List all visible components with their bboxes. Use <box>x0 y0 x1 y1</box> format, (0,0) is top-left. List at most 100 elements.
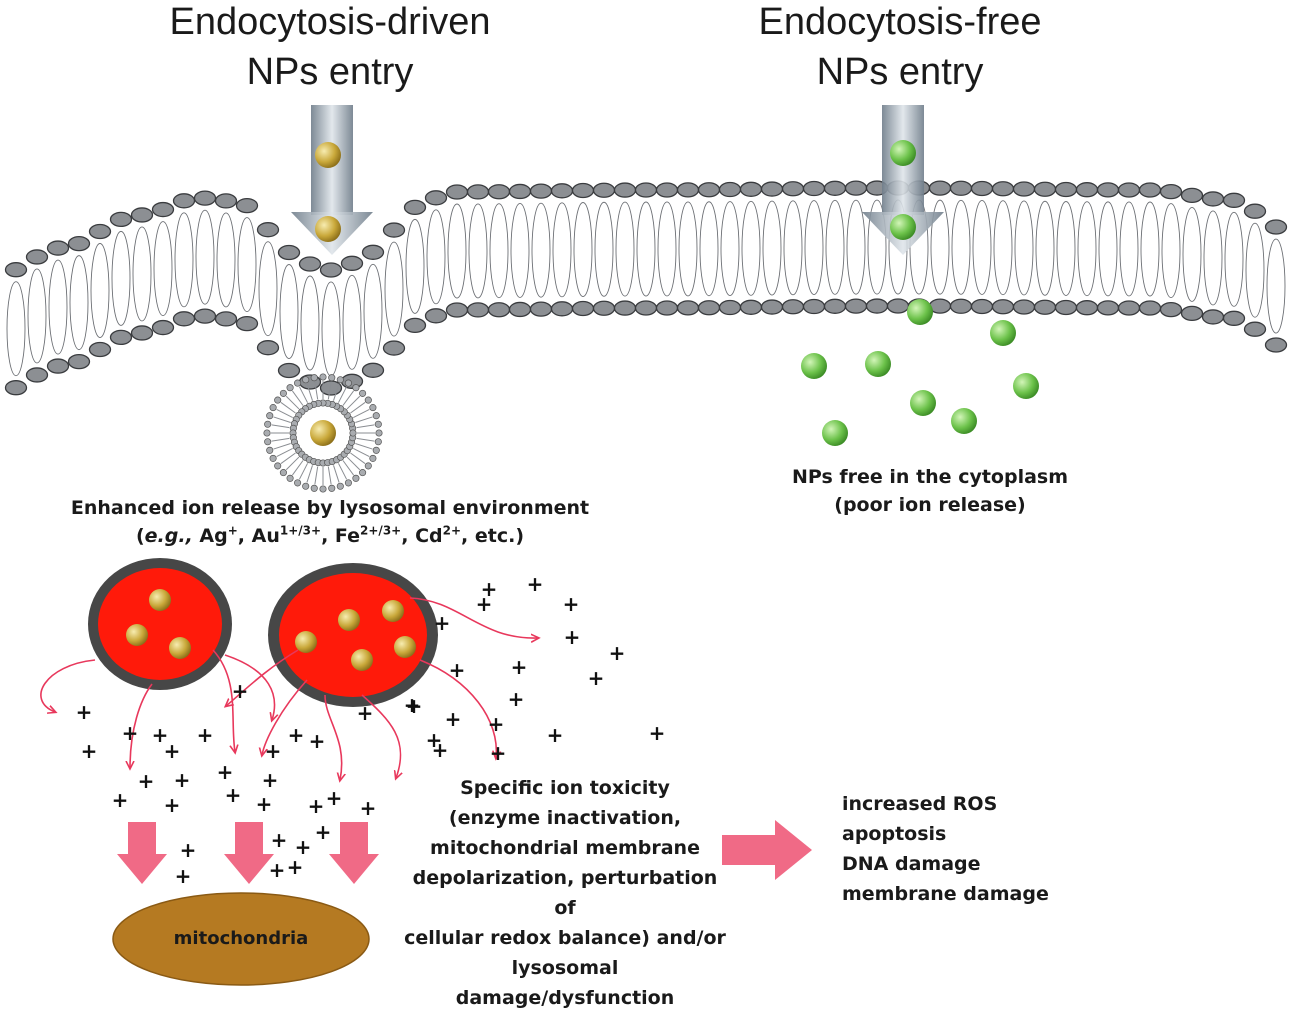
toxicity-label: Specific ion toxicity (enzyme inactivati… <box>400 773 730 1013</box>
lipid-head <box>676 182 700 198</box>
green-nanoparticle <box>890 140 916 166</box>
lipid-head <box>256 340 280 356</box>
plus-icon: + <box>449 658 466 682</box>
plus-icon: + <box>152 723 169 747</box>
lipid-head <box>802 180 826 197</box>
lipid-tail <box>804 200 824 295</box>
lipid-head <box>571 300 595 317</box>
lipid-tail <box>1224 211 1244 307</box>
green-nanoparticle <box>951 408 977 434</box>
green-nanoparticle <box>890 214 916 240</box>
plus-icon: + <box>265 739 282 763</box>
title-endocytosis-driven: Endocytosis-driven NPs entry <box>130 0 530 97</box>
enhanced-line1: Enhanced ion release by lysosomal enviro… <box>70 497 590 519</box>
lipid-head <box>949 180 973 196</box>
lysosome-left <box>88 558 232 690</box>
lipid-head <box>1201 309 1225 325</box>
plus-icon: + <box>271 828 288 852</box>
plus-icon: + <box>326 786 343 810</box>
plus-icon: + <box>434 611 451 635</box>
lipid-head <box>214 193 238 209</box>
plus-icon: + <box>112 788 129 812</box>
green-nanoparticle <box>822 420 848 446</box>
green-nanoparticle <box>801 353 827 379</box>
lipid-head <box>718 181 742 198</box>
pink-arrow-3 <box>329 822 379 884</box>
ion-au-charge: 1+/3+ <box>279 523 322 538</box>
np-free-line1: NPs free in the cytoplasm <box>791 466 1069 488</box>
lipid-head <box>319 262 343 278</box>
outcome-membrane-damage: membrane damage <box>842 883 1049 905</box>
lipid-tail <box>1203 210 1223 306</box>
endosome-vesicle <box>263 373 383 493</box>
mitochondria-shape <box>112 892 370 986</box>
plus-icon: + <box>404 693 421 717</box>
lipid-tail <box>258 241 278 337</box>
lipid-head <box>1222 310 1246 326</box>
lipid-tail <box>90 243 110 338</box>
plus-icon: + <box>269 858 286 882</box>
lipid-head <box>109 329 133 346</box>
plus-icon: + <box>287 855 304 879</box>
lipid-tail <box>615 201 635 297</box>
title-right-line2: NPs entry <box>816 51 984 93</box>
toxicity-line-2: (enzyme inactivation, <box>448 807 682 829</box>
lipid-head <box>592 300 616 316</box>
lipid-head <box>487 302 511 318</box>
lipid-head <box>1222 192 1246 208</box>
lipid-tail <box>531 202 551 298</box>
lipid-head <box>823 180 847 196</box>
lipid-head <box>844 180 868 196</box>
lipid-tail <box>594 201 614 297</box>
lipid-head <box>1201 191 1225 207</box>
toxicity-line-3: mitochondrial membrane <box>430 837 700 859</box>
plus-icon: + <box>527 572 544 596</box>
plus-icon: + <box>225 783 242 807</box>
np-free-label: NPs free in the cytoplasm (poor ion rele… <box>770 463 1090 519</box>
lipid-tail <box>867 199 887 295</box>
toxicity-line-6: lysosomal damage/dysfunction <box>455 957 675 1009</box>
lipid-tail <box>636 201 656 297</box>
plus-icon: + <box>360 796 377 820</box>
plus-icon: + <box>295 835 312 859</box>
lipid-tail <box>216 212 236 308</box>
lipid-tail <box>552 202 572 298</box>
lipid-head <box>802 298 826 315</box>
lipid-tail <box>1119 201 1139 297</box>
lipid-head <box>1243 321 1267 337</box>
lipid-tail <box>237 217 257 313</box>
lipid-head <box>1117 182 1141 198</box>
plus-icon: + <box>547 723 564 747</box>
lipid-head <box>676 300 700 316</box>
enhanced-release-label: Enhanced ion release by lysosomal enviro… <box>60 494 600 550</box>
plus-icon: + <box>217 760 234 784</box>
plus-icon: + <box>256 792 273 816</box>
plus-icon: + <box>476 592 493 616</box>
lipid-tail <box>846 199 866 295</box>
toxicity-line-5: cellular redox balance) and/or <box>404 927 726 949</box>
plus-icon: + <box>197 723 214 747</box>
lipid-tail <box>783 200 803 296</box>
lysosome-right <box>268 563 438 707</box>
plus-icon: + <box>81 739 98 763</box>
ion-cd-charge: 2+ <box>442 523 462 538</box>
gold-nanoparticle <box>315 142 341 168</box>
lipid-head <box>151 201 175 218</box>
lipid-head <box>1264 219 1288 235</box>
lipid-head <box>508 183 532 200</box>
lipid-tail <box>678 201 698 297</box>
lipid-tail <box>762 200 782 296</box>
lipid-head <box>172 193 196 209</box>
lipid-head <box>46 358 70 374</box>
plus-icon: + <box>76 700 93 724</box>
lipid-head <box>1075 300 1099 316</box>
plus-icon: + <box>175 864 192 888</box>
lipid-tail <box>384 241 404 337</box>
lipid-head <box>4 380 28 396</box>
pink-arrow-2 <box>224 822 274 884</box>
lipid-head <box>1138 300 1162 316</box>
lipid-head <box>277 362 301 379</box>
lipid-head <box>760 181 784 197</box>
lipid-head <box>403 199 427 216</box>
plus-icon: + <box>511 655 528 679</box>
